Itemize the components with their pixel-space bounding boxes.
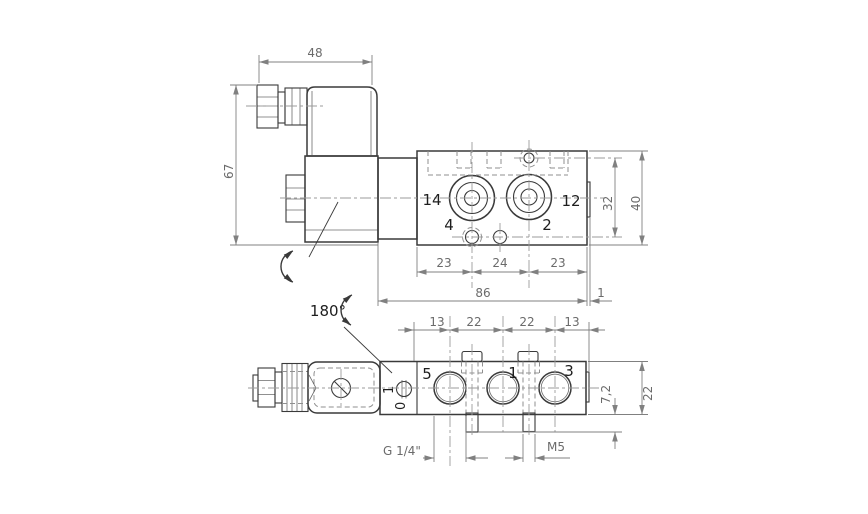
- dim-22-depth: 22: [588, 361, 655, 415]
- dim-48-lines: [258, 55, 373, 85]
- rotation-arrowhead: [283, 248, 295, 260]
- dim-67-lines: [230, 84, 378, 246]
- override-label-1: 1: [382, 386, 397, 394]
- dim-72-text: 7,2: [599, 385, 613, 404]
- dim-1-text: 1: [597, 286, 605, 300]
- thread-callout-g14: G 1/4": [383, 444, 421, 458]
- dim-segment-lines: [398, 322, 605, 371]
- rotation-arrowhead: [283, 273, 295, 285]
- dim-23-right-text: 23: [550, 256, 565, 270]
- dim-pitch-row: 23 24 23: [416, 247, 588, 277]
- port-label-5: 5: [422, 365, 432, 383]
- end-plate-tab-plan: [585, 371, 590, 403]
- port-label-3: 3: [564, 362, 574, 380]
- dim-32-text: 32: [601, 196, 615, 211]
- dim-67-text: 67: [222, 164, 236, 179]
- adapter-plate: [377, 157, 418, 240]
- dim-86: 86 1: [377, 218, 612, 306]
- port-label-14: 14: [422, 191, 441, 209]
- screw-1-hidden: [461, 361, 483, 413]
- dim-23-left-text: 23: [436, 256, 451, 270]
- cable-gland: [256, 84, 308, 129]
- screw-2-head: [517, 350, 539, 363]
- dim-72: 7,2: [478, 385, 622, 449]
- end-plate-tab: [586, 181, 591, 218]
- dim-g14: G 1/4": [383, 416, 488, 462]
- dim-segment-row: 13 22 22 13: [398, 315, 605, 371]
- connector-inner-walls: [311, 91, 372, 155]
- screw-2-hidden: [517, 361, 540, 413]
- gland-neck: [284, 87, 308, 126]
- rotation-180-label: 180°: [310, 302, 346, 320]
- gland-facets-plan: [258, 380, 275, 395]
- work-ports: 5 1 3: [422, 362, 574, 405]
- dim-m5: M5: [505, 434, 570, 462]
- gland-hex-plan: [257, 367, 276, 408]
- hidden-top-interface: [427, 151, 569, 176]
- solenoid-coil: [285, 155, 379, 243]
- plan-view-centerlines: [248, 316, 600, 466]
- dim-13-left-text: 13: [429, 315, 444, 329]
- plan-view-dimensions: 13 22 22 13 G 1/4" M5 7,2 22: [383, 315, 655, 462]
- port-label-4: 4: [444, 216, 454, 234]
- dim-40-text: 40: [629, 196, 643, 211]
- dim-22-left-text: 22: [466, 315, 481, 329]
- hidden-slot-3: [549, 151, 565, 169]
- din-connector: [306, 86, 378, 157]
- gland-neck-lines: [291, 88, 301, 125]
- thread-callout-m5: M5: [547, 440, 565, 454]
- port-label-1: 1: [508, 364, 518, 382]
- dim-86-text: 86: [475, 286, 490, 300]
- dim-40-lines: [589, 150, 648, 246]
- port-label-2: 2: [542, 216, 552, 234]
- coil-ribbed-nut: [285, 174, 306, 223]
- dim-32: 32: [601, 158, 618, 237]
- side-view-dimensions: 48 67 32 40 23 24: [222, 46, 648, 306]
- dim-48: 48: [258, 46, 373, 85]
- rotation-180-leader: [343, 326, 393, 374]
- coil-block-plan: [307, 361, 381, 414]
- coil-screw-slot: [334, 381, 348, 395]
- manual-override: 1 0: [382, 380, 413, 410]
- hidden-recess-outline: [427, 151, 569, 176]
- dim-86-lines: [377, 218, 612, 306]
- dim-24-text: 24: [492, 256, 507, 270]
- gland-hex-body: [256, 84, 279, 129]
- port-label-12: 12: [561, 192, 580, 210]
- dim-40: 40: [589, 150, 648, 246]
- override-screw: [395, 380, 413, 398]
- solenoid-plan: [252, 361, 381, 414]
- thread-lines: [286, 364, 303, 411]
- coil-rotation-leader: [308, 201, 339, 258]
- coil-block-hidden-inset: [313, 367, 375, 408]
- hidden-slot-1: [456, 151, 472, 169]
- gland-washer: [277, 91, 286, 124]
- dim-22-right-text: 22: [519, 315, 534, 329]
- hidden-slot-2: [486, 151, 502, 169]
- side-view-centerlines: [246, 105, 622, 288]
- gland-hex-facets: [257, 96, 278, 118]
- dim-22-depth-text: 22: [641, 386, 655, 401]
- gland-collar-plan: [274, 371, 283, 404]
- thread-bushing-plan: [281, 362, 309, 413]
- override-label-0: 0: [394, 402, 409, 410]
- override-screw-slot: [401, 380, 407, 399]
- connector-housing: [306, 86, 378, 157]
- coil-body: [304, 155, 379, 243]
- nut-rib-lines: [286, 187, 305, 211]
- side-view: 14 12 4 2: [246, 84, 622, 288]
- dim-48-text: 48: [307, 46, 322, 60]
- dim-67: 67: [222, 84, 378, 246]
- thread-hidden-lines: [282, 371, 308, 404]
- dim-13-right-text: 13: [564, 315, 579, 329]
